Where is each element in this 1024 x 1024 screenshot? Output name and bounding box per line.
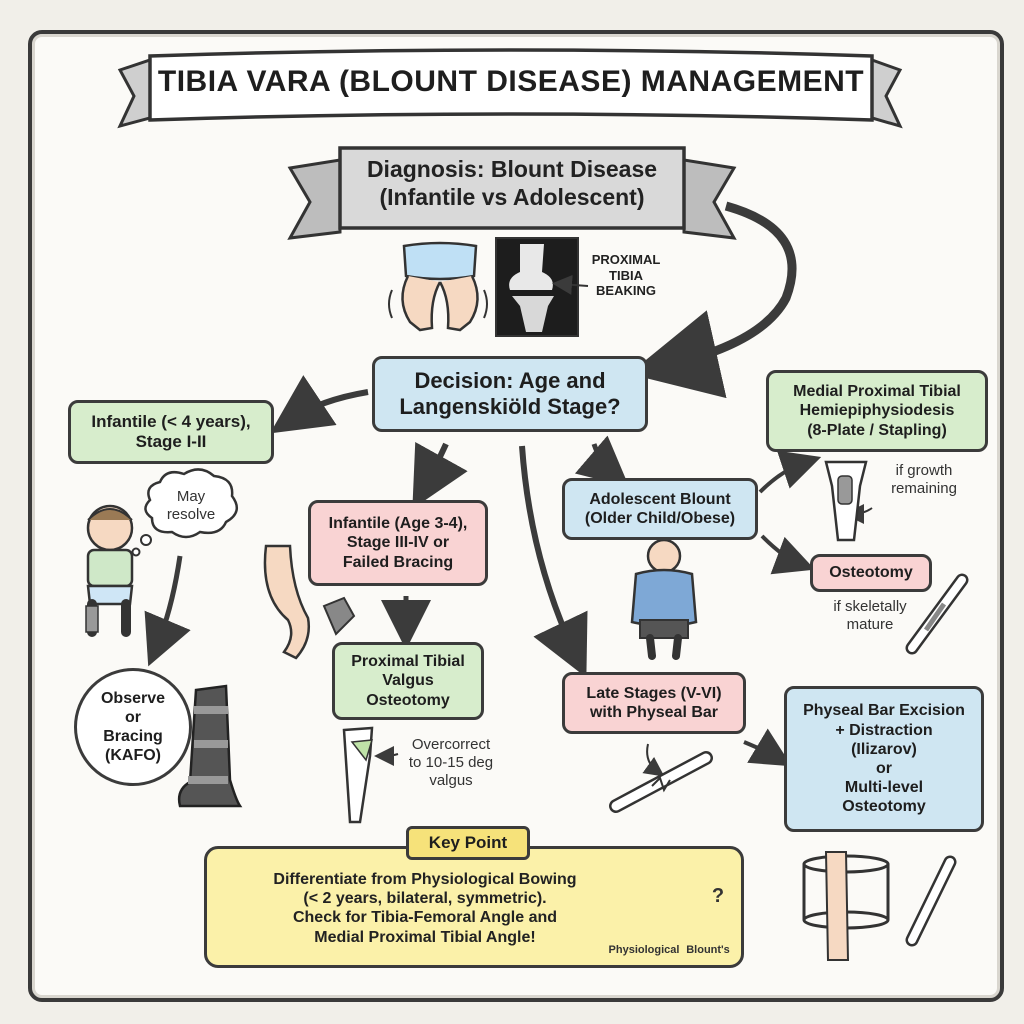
arrow-to-late-stages — [519, 445, 588, 678]
legs-blounts-text: Blount's — [686, 944, 730, 956]
tibia-sketch-illustration — [342, 726, 374, 824]
valgus-osteotomy-box: Proximal Tibial Valgus Osteotomy — [332, 642, 484, 720]
infantile-late-box: Infantile (Age 3-4), Stage III-IV or Fai… — [308, 500, 488, 586]
skeletally-mature-text: if skeletally mature — [833, 598, 907, 633]
adolescent-illustration — [630, 538, 698, 660]
overcorrect-text: Overcorrect to 10-15 deg valgus — [408, 736, 494, 789]
arrow-to-infantile-late — [412, 441, 468, 509]
may-resolve-text: May resolve — [166, 488, 216, 523]
arrow-diagnosis-to-decision — [628, 201, 797, 399]
growth-remaining-text: if growth remaining — [891, 462, 957, 497]
infant-illustration — [85, 504, 134, 637]
diagnosis-banner — [287, 146, 737, 240]
key-point-label: Key Point — [406, 826, 530, 860]
arrow-to-physeal-excision — [743, 728, 792, 767]
observe-box: Observe or Bracing (KAFO) — [74, 668, 192, 786]
xray-label: PROXIMAL TIBIA BEAKING — [591, 252, 661, 299]
bone-plate-illustration — [905, 573, 969, 655]
legs-question-text: ? — [711, 885, 725, 907]
kafo-brace-illustration — [177, 684, 243, 808]
title-banner — [117, 48, 903, 129]
arrow-to-infantile-early — [270, 375, 369, 434]
late-stages-box: Late Stages (V-VI) with Physeal Bar — [562, 672, 746, 734]
arrow-to-hemiepiphysiodesis — [758, 450, 822, 494]
broken-bone-illustration — [609, 751, 713, 813]
osteotomy-box: Osteotomy — [810, 554, 932, 592]
bent-leg-illustration — [263, 544, 356, 660]
decision-box: Decision: Age and Langenskiöld Stage? — [372, 356, 648, 432]
infantile-early-box: Infantile (< 4 years), Stage I-II — [68, 400, 274, 464]
title-text: TIBIA VARA (BLOUNT DISEASE) MANAGEMENT — [157, 65, 865, 98]
arrow-to-observe — [144, 555, 191, 667]
xray-illustration — [495, 237, 589, 337]
femur-illustration — [905, 855, 957, 947]
arrow-to-adolescent — [574, 435, 630, 488]
physeal-excision-box: Physeal Bar Excision + Distraction (Iliz… — [784, 686, 984, 832]
key-point-text: Differentiate from Physiological Bowing … — [273, 871, 577, 946]
adolescent-box: Adolescent Blount (Older Child/Obese) — [562, 478, 758, 540]
thought-cloud — [131, 468, 239, 557]
diagnosis-text: Diagnosis: Blount Disease (Infantile vs … — [366, 156, 658, 210]
hemiepiphysiodesis-box: Medial Proximal Tibial Hemiepiphysiodesi… — [766, 370, 988, 452]
arrow-to-osteotomy — [760, 534, 815, 575]
key-point-box — [204, 846, 744, 968]
legs-physiological-text: Physiological — [608, 944, 680, 956]
bowlegs-illustration — [388, 241, 488, 332]
ilizarov-frame-illustration — [802, 851, 890, 961]
eight-plate-illustration — [824, 460, 868, 542]
